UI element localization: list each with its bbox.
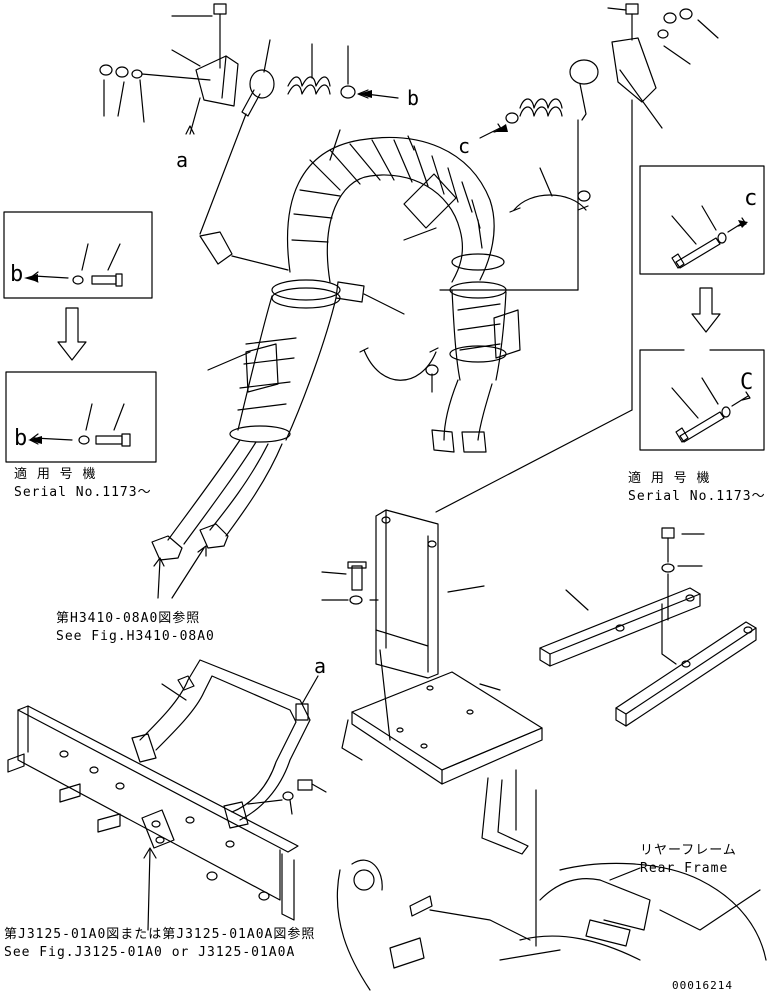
callout-c-top: c [458, 134, 471, 158]
inset-box-left-bottom [5, 371, 157, 463]
rear-frame-jp: リヤーフレーム [640, 843, 737, 858]
inset-box-left-top [3, 211, 153, 299]
reference-leaders [143, 545, 207, 931]
mounting-plate [341, 649, 543, 947]
rear-frame-outline [336, 859, 767, 991]
drawing-number: 00016214 [672, 979, 733, 992]
left-hose-assembly [151, 231, 341, 561]
spring-grommet-group [199, 39, 399, 235]
top-left-bracket-assembly [99, 3, 239, 135]
callout-c-inset1: c [744, 186, 758, 211]
lower-left-frame-rail [7, 705, 299, 921]
callout-c-inset2: C [740, 370, 754, 395]
hose-clamps [335, 167, 591, 393]
right-serial-jp: 適 用 号 機 [628, 471, 711, 486]
left-serial-jp: 適 用 号 機 [14, 467, 97, 482]
callout-b-inset2: b [14, 426, 28, 451]
inset-box-right-bottom [639, 349, 765, 451]
rear-frame-en: Rear Frame [640, 861, 729, 876]
inset-box-right-top [639, 165, 765, 275]
frame-reference-en: See Fig.J3125-01A0 or J3125-01A0A [4, 945, 296, 960]
inset-arrow-right [691, 287, 721, 333]
right-hose-assembly [431, 253, 521, 453]
wrapped-hose-loop [286, 129, 495, 283]
callout-a-top: a [176, 148, 189, 172]
callout-b-inset1: b [10, 262, 24, 287]
callout-a-bottom: a [314, 654, 327, 678]
hose-reference-en: See Fig.H3410-08A0 [56, 629, 215, 644]
top-right-bracket-assembly [435, 3, 719, 513]
callout-b-top: b [407, 86, 420, 110]
frame-reference-jp: 第J3125-01A0図または第J3125-01A0A図参照 [4, 927, 316, 942]
left-serial-en: Serial No.1173～ [14, 485, 152, 500]
right-serial-en: Serial No.1173～ [628, 489, 766, 504]
vertical-bracket-plate [321, 509, 485, 679]
tube-support-bracket [131, 659, 327, 829]
inset-arrow-left [57, 307, 87, 361]
side-rail-bracket [539, 527, 757, 727]
hose-reference-jp: 第H3410-08A0図参照 [56, 611, 201, 626]
